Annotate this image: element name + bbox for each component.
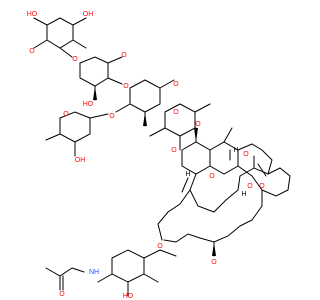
glycosidic-oxygen-label: O bbox=[72, 56, 78, 63]
ring-oxygen-label: O bbox=[259, 183, 265, 190]
hydrogen-label: H bbox=[241, 191, 246, 198]
hydroxyl-label: O bbox=[209, 173, 215, 180]
hydroxyl-label: HO bbox=[27, 11, 38, 18]
sugar-ring-4 bbox=[45, 111, 109, 157]
ring-oxygen-label: O bbox=[173, 109, 179, 116]
sugar-ring-2 bbox=[79, 56, 123, 101]
hydroxyl-label: OH bbox=[83, 11, 94, 18]
amino-sugar-ring bbox=[45, 249, 177, 297]
molecule-structure-drawing: OH HO O O O HO O O O O OH O O bbox=[27, 11, 291, 300]
ring-oxygen-label: O bbox=[63, 111, 69, 118]
hydrogen-label: H bbox=[233, 147, 238, 154]
glycosidic-oxygen-label: O bbox=[109, 113, 115, 120]
glycosidic-oxygen-label: O bbox=[123, 83, 129, 90]
stereo-wedge bbox=[143, 112, 147, 126]
stereo-wedge bbox=[93, 86, 97, 100]
hydroxyl-label: OH bbox=[75, 157, 86, 164]
amide-nitrogen-label: NH bbox=[89, 269, 99, 276]
ring-oxygen-label: O bbox=[173, 81, 179, 88]
glycosidic-oxygen-label: O bbox=[195, 121, 201, 128]
hydrogen-label: H bbox=[185, 171, 190, 178]
hydroxyl-label: HO bbox=[83, 101, 94, 108]
sugar-ring-5 bbox=[149, 103, 211, 151]
glycosidic-oxygen-label: O bbox=[171, 147, 177, 154]
carbonyl-oxygen-label: O bbox=[247, 183, 253, 190]
stereo-wedge bbox=[212, 242, 216, 256]
ring-oxygen-label: O bbox=[29, 48, 35, 55]
polycyclic-core bbox=[157, 127, 291, 257]
glycosidic-oxygen-label: O bbox=[211, 259, 217, 266]
sugar-ring-1 bbox=[33, 17, 87, 58]
hydroxyl-label: HO bbox=[123, 293, 134, 300]
ring-oxygen-label: O bbox=[121, 52, 127, 59]
ring-oxygen-label: O bbox=[157, 243, 163, 250]
carbonyl-oxygen-label: O bbox=[243, 151, 249, 158]
stereo-wedge bbox=[194, 128, 198, 142]
amide-oxygen-label: O bbox=[59, 291, 65, 298]
